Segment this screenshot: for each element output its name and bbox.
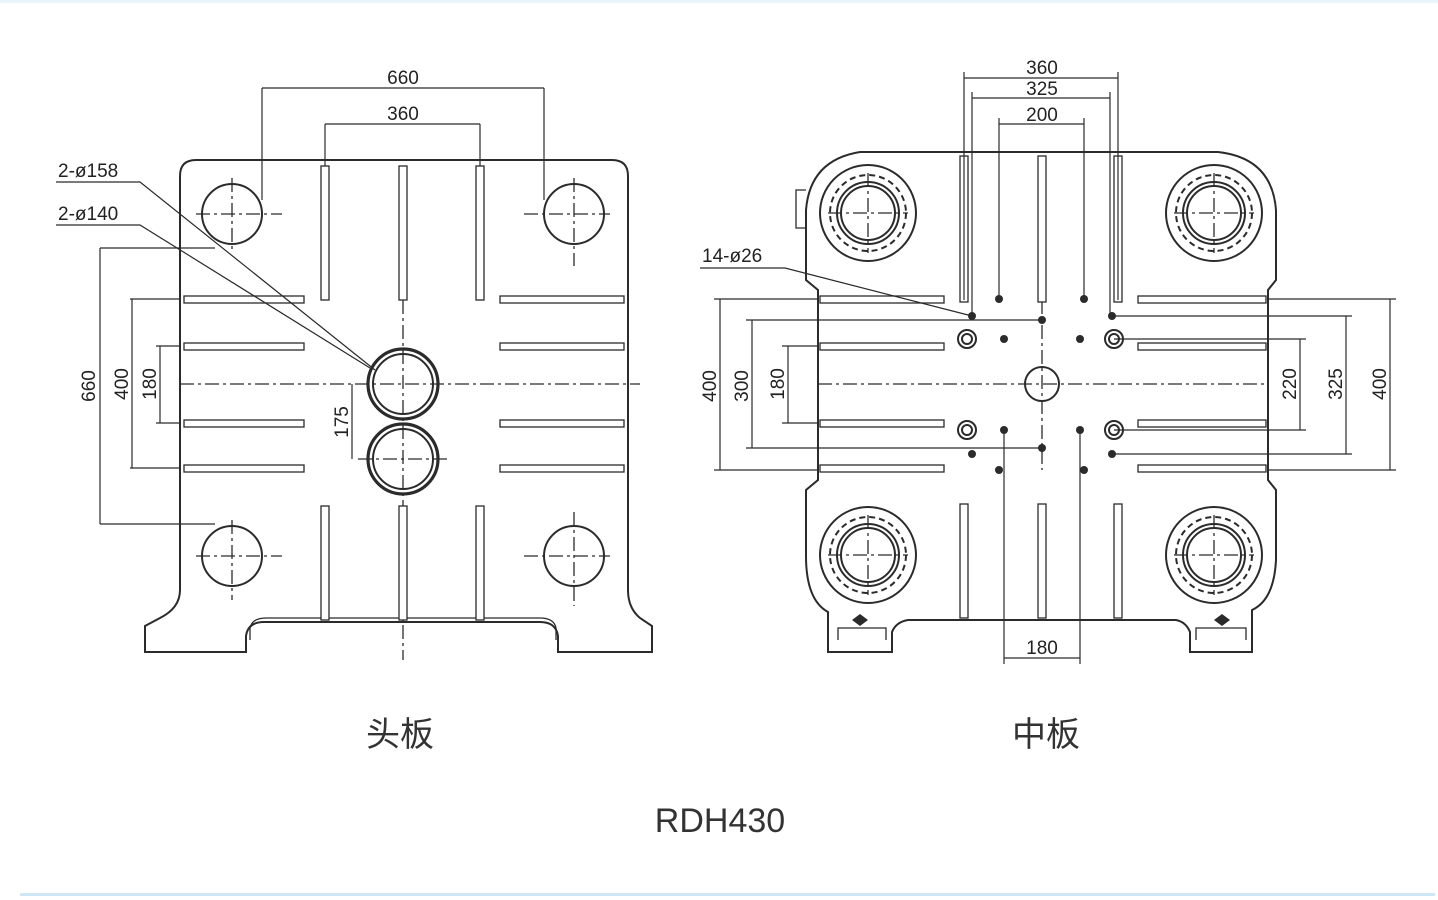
top-divider <box>0 0 1438 3</box>
head-dim-175: 175 <box>332 406 353 438</box>
middle-foot-left <box>837 627 887 640</box>
head-dim-660-left: 660 <box>79 370 100 402</box>
middle-side-lug <box>795 189 806 229</box>
middle-foot-mark-right <box>1214 614 1230 626</box>
bottom-divider <box>20 893 1435 896</box>
middle-tiebar-bushings <box>819 164 1263 604</box>
middle-horizontal-slots <box>819 295 1267 473</box>
head-nozzle-holes <box>358 347 448 496</box>
middle-foot-mark-left <box>852 614 868 626</box>
middle-dim-325-top: 325 <box>1026 79 1058 100</box>
head-tiebar-holes <box>196 178 610 606</box>
middle-dim-220-right: 220 <box>1280 368 1301 400</box>
middle-vertical-slots <box>959 155 1123 619</box>
middle-plate <box>700 72 1396 664</box>
middle-dim-180-bottom: 180 <box>1026 638 1058 659</box>
head-label-hole-158: 2-ø158 <box>58 161 118 182</box>
middle-center-hole <box>1024 366 1060 402</box>
middle-dim-400-left: 400 <box>700 370 721 402</box>
middle-dim-360-top: 360 <box>1026 58 1058 79</box>
middle-plate-outline <box>805 151 1277 653</box>
middle-foot-right <box>1195 627 1247 640</box>
head-dim-400-left: 400 <box>112 368 133 400</box>
head-dim-360-top: 360 <box>387 104 419 125</box>
middle-dim-300-left: 300 <box>732 370 753 402</box>
head-dim-180-left: 180 <box>140 368 161 400</box>
middle-dim-180-left: 180 <box>768 368 789 400</box>
head-plate-caption: 头板 <box>366 715 434 755</box>
middle-label-holes-26: 14-ø26 <box>702 246 762 267</box>
model-title: RDH430 <box>655 802 785 840</box>
middle-dim-400-right: 400 <box>1370 368 1391 400</box>
middle-dim-200-top: 200 <box>1026 105 1058 126</box>
head-label-hole-140: 2-ø140 <box>58 204 118 225</box>
middle-dimensions <box>700 72 1396 664</box>
head-horizontal-slots <box>130 295 625 473</box>
head-dimensions <box>56 87 545 525</box>
middle-plate-caption: 中板 <box>1012 715 1080 755</box>
head-vertical-slots <box>320 165 485 621</box>
head-plate-outline <box>144 159 653 653</box>
head-dim-660-top: 660 <box>387 68 419 89</box>
head-plate <box>56 87 653 660</box>
middle-dim-325-right: 325 <box>1326 368 1347 400</box>
